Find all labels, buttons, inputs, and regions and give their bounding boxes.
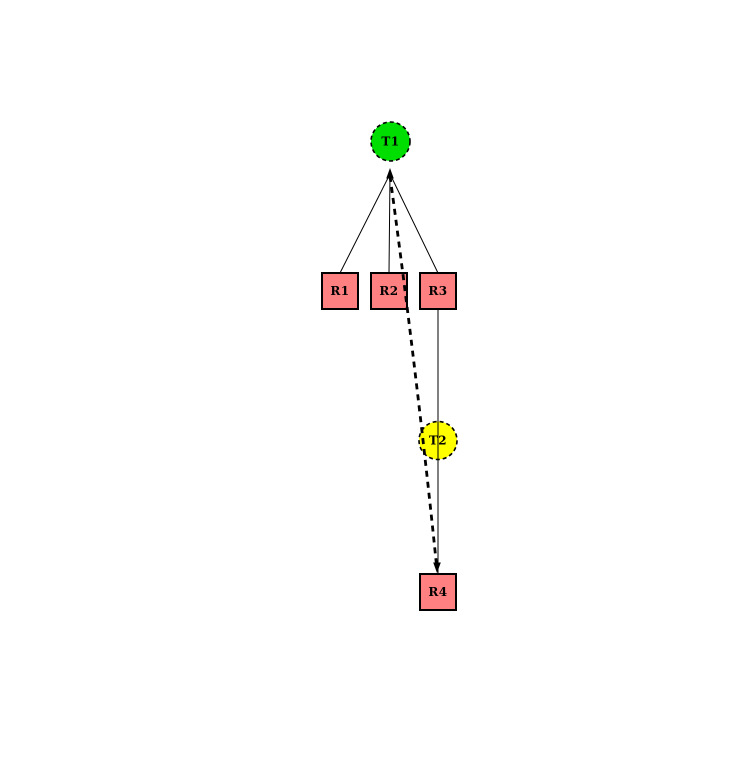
labels-layer: T1 R1 R2 R3 T2 R4 [330,135,447,600]
node-t1-shape[interactable] [370,121,411,162]
node-r1-shape[interactable] [321,272,359,310]
node-r2-shape[interactable] [370,272,408,310]
node-r4-shape[interactable] [419,573,457,611]
node-t2-label: T2 [429,434,447,448]
node-r1-label: R1 [330,284,349,298]
node-r3-label: R3 [428,284,447,298]
edge-r4-t1-dashed [388,175,438,566]
edge-t1-r3 [389,173,439,274]
arrowhead-into-r4-icon [433,562,441,573]
edges-layer [339,168,441,574]
edge-t1-r1 [339,173,391,274]
arrowhead-into-t1-icon [386,168,394,179]
edge-t1-r2 [388,173,391,274]
node-r2-label: R2 [379,284,398,298]
node-t1-label: T1 [381,135,399,149]
node-r4-label: R4 [428,585,447,599]
